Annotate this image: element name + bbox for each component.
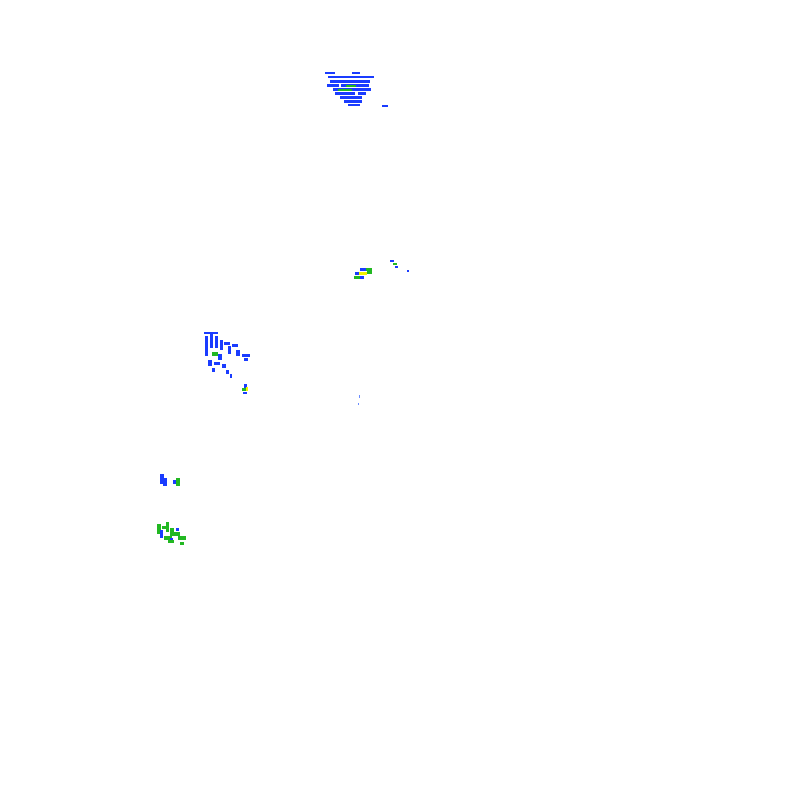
echo-cluster-west bbox=[204, 332, 250, 378]
echo-cluster-center-trace bbox=[358, 395, 360, 405]
echo-cluster-southwest-b bbox=[157, 522, 186, 545]
echo-cluster-southwest-a bbox=[160, 474, 180, 486]
echo-cluster-north bbox=[325, 72, 388, 107]
echo-cluster-center bbox=[354, 260, 409, 279]
echo-cluster-west-small bbox=[242, 384, 248, 394]
